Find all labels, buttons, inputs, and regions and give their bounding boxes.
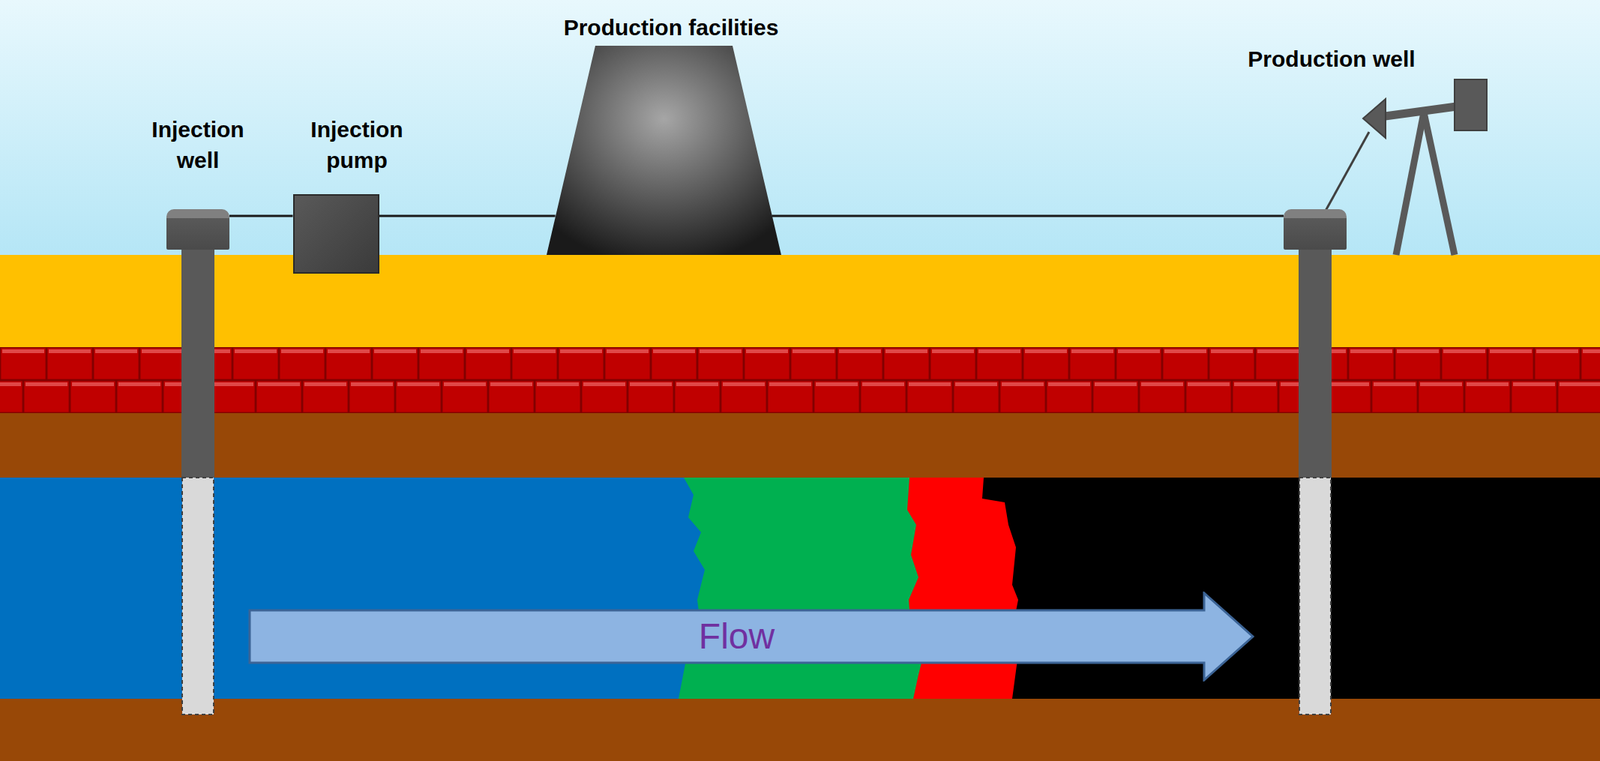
oil-bank-zone <box>0 477 1019 699</box>
well-screen <box>1299 477 1331 715</box>
cap-rock-layer <box>0 347 1600 414</box>
node-label: Injection well <box>137 114 258 176</box>
flow-arrow-body <box>249 593 1253 681</box>
injection-well: Injection well <box>134 114 261 250</box>
injection-pump: Injection pump <box>251 114 420 274</box>
water-zone <box>0 477 705 699</box>
pumpjack <box>1325 79 1487 255</box>
pumpjack-leg <box>1423 112 1455 255</box>
topsoil-layer <box>0 254 1600 348</box>
production-well: Production well <box>1211 44 1418 251</box>
pumpjack-leg <box>1396 112 1424 255</box>
label-group: Injection well <box>137 114 258 176</box>
pipeline <box>379 215 556 218</box>
overburden-layer <box>0 413 1600 478</box>
facility-outline <box>546 45 782 255</box>
horse-head <box>1363 98 1386 138</box>
well-casing <box>1298 247 1332 478</box>
facility-trapezoid <box>546 45 782 255</box>
pipeline <box>229 215 294 218</box>
flow-label: Flow <box>698 614 775 659</box>
base-rock-layer <box>0 698 1600 761</box>
well-screen <box>182 477 214 715</box>
pipeline <box>771 215 1284 218</box>
node-label: Production facilities <box>563 12 780 44</box>
wellhead-cap <box>1283 209 1347 250</box>
oil-zone <box>0 477 1600 699</box>
production-facilities: Production facilities <box>545 12 783 256</box>
pump-box <box>293 194 380 274</box>
polished-rod <box>1325 131 1370 211</box>
label-group: Production facilities <box>563 12 780 44</box>
node-label: Production well <box>1247 44 1415 75</box>
flow-arrow: Flow <box>248 591 1256 682</box>
label-group: Injection pump <box>296 114 417 176</box>
node-label: Injection pump <box>296 114 417 176</box>
facility-shape <box>546 45 782 255</box>
counterweight <box>1454 79 1487 131</box>
slug-zone <box>0 477 926 699</box>
label-group: Production well <box>1247 44 1415 75</box>
sky <box>0 0 1600 255</box>
well-casing <box>181 247 215 478</box>
wellhead-cap <box>166 209 230 250</box>
walking-beam <box>1379 105 1463 117</box>
